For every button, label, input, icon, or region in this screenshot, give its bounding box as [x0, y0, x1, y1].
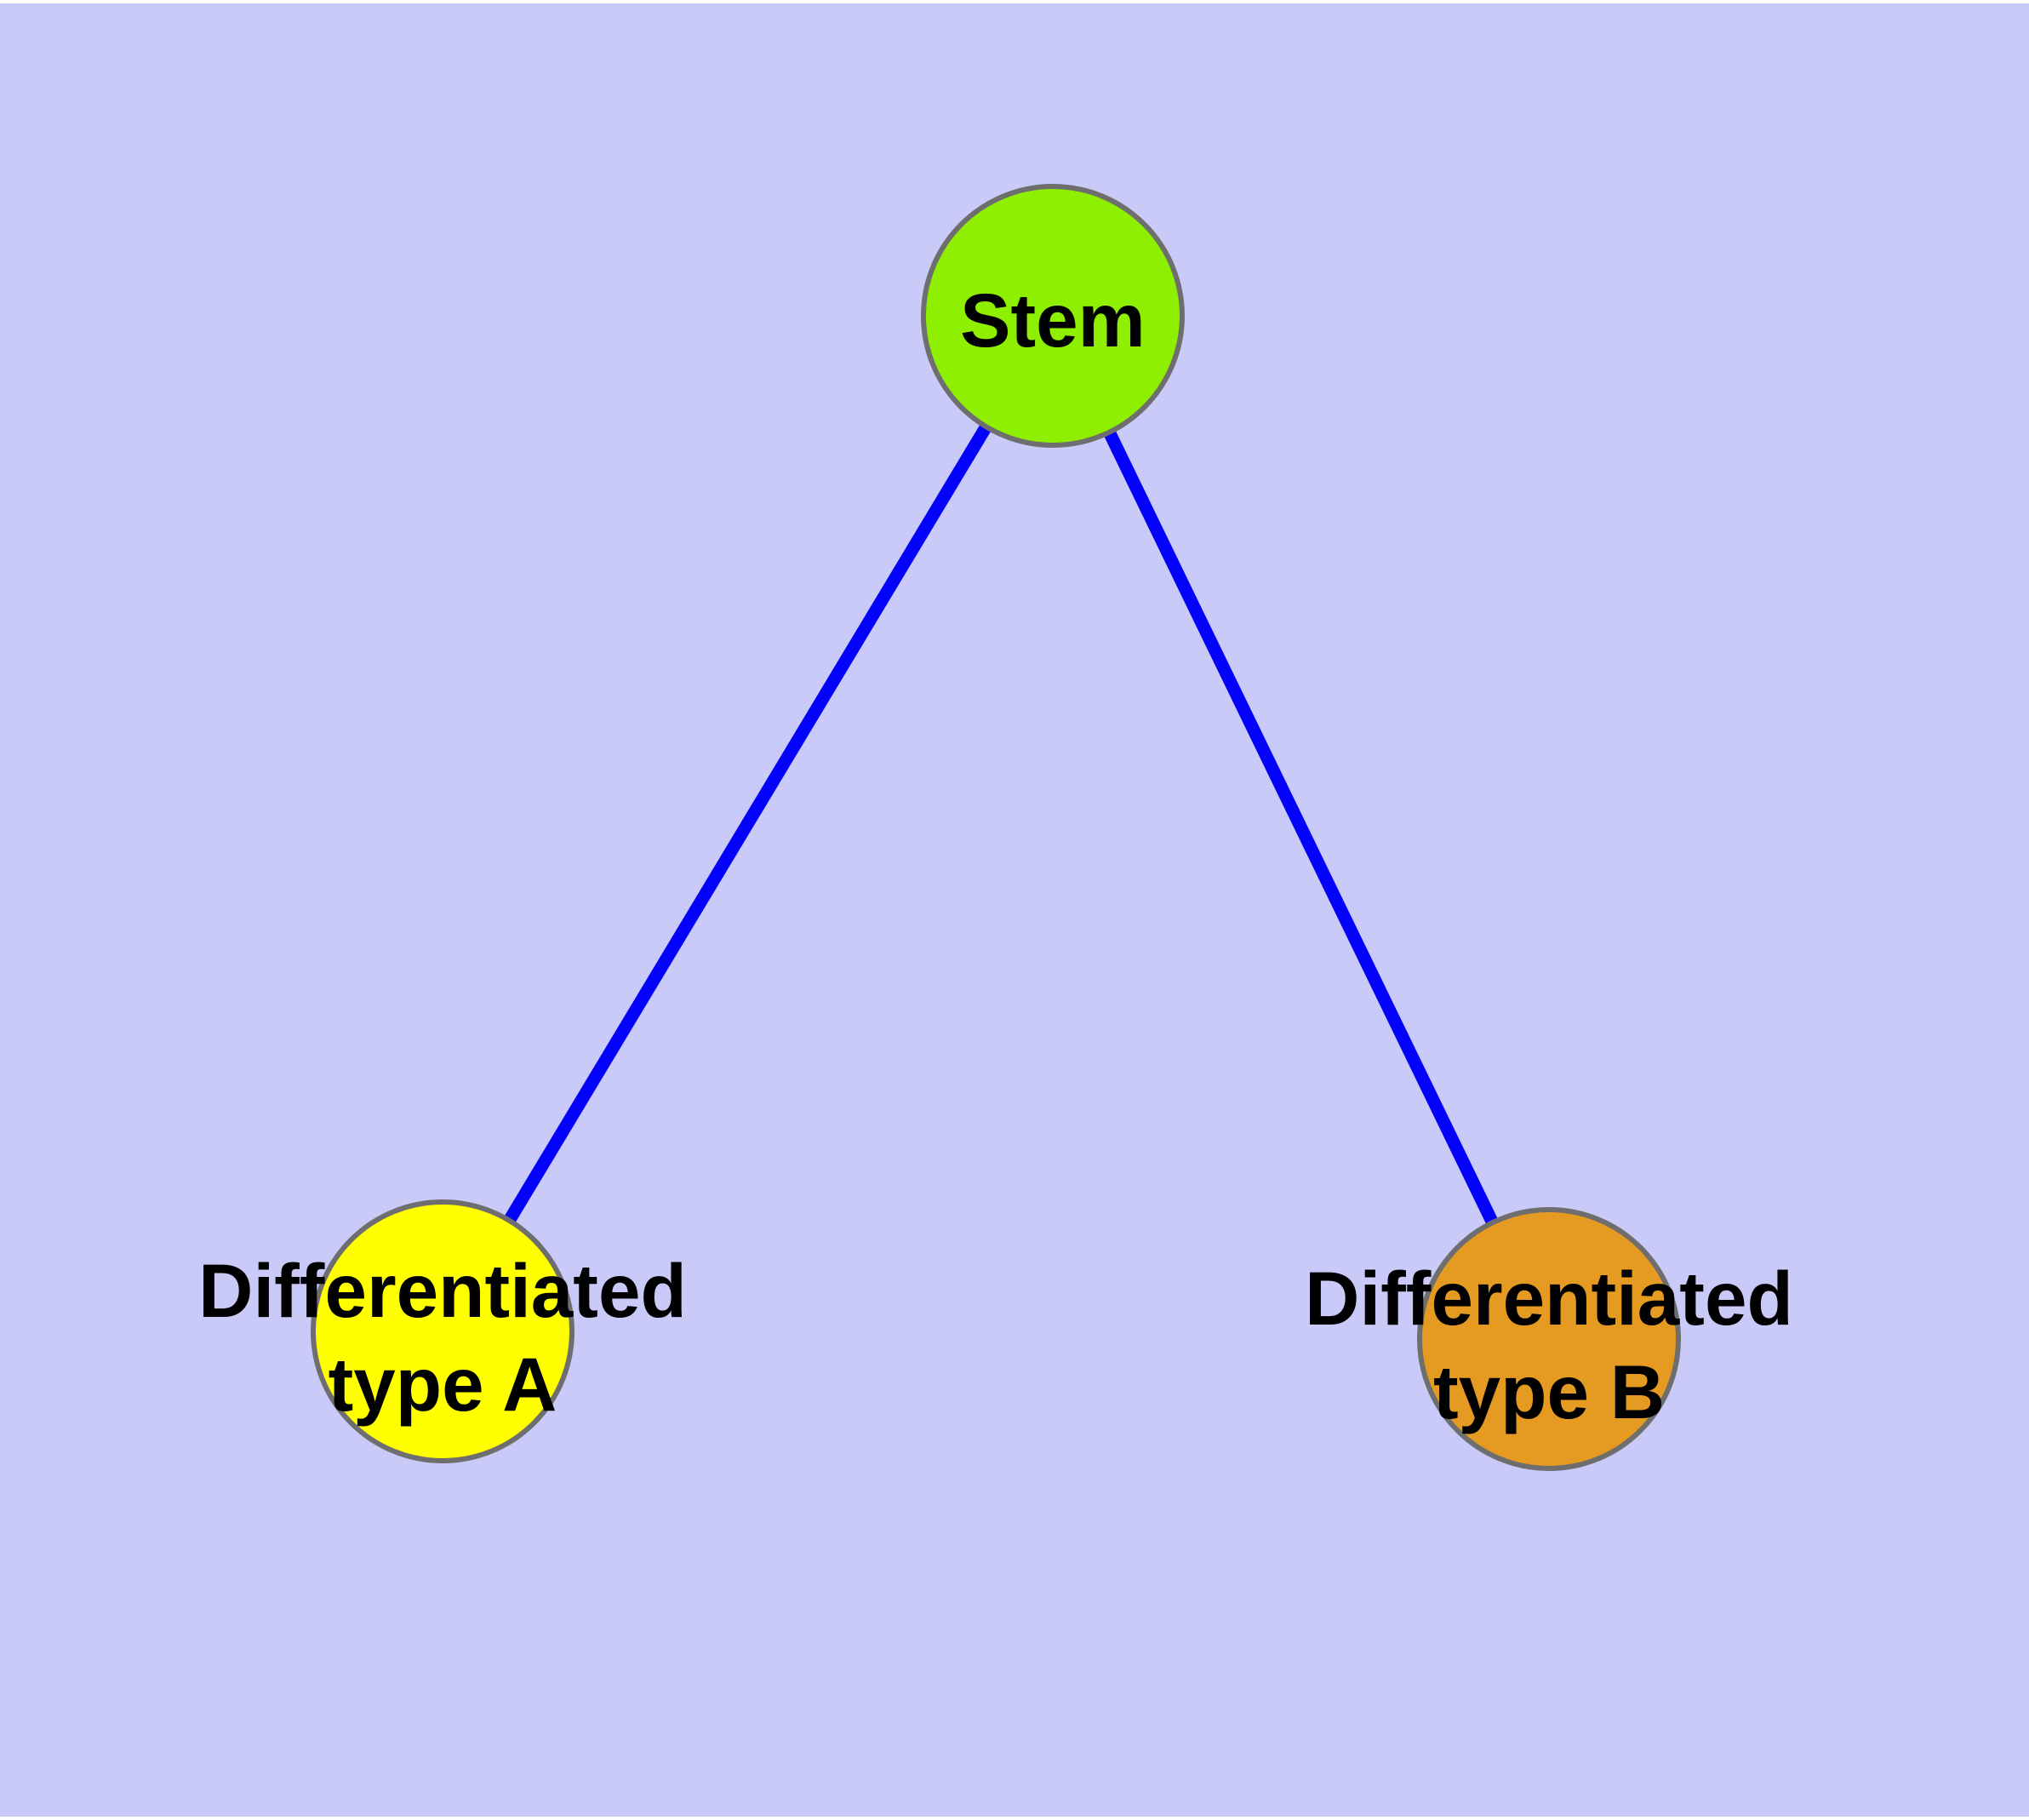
edge-stem-to-type-a	[437, 312, 1059, 1335]
node-stem	[921, 184, 1185, 448]
node-differentiated-type-b	[1417, 1207, 1681, 1471]
node-type-a-label-line2: type A	[329, 1342, 557, 1427]
node-type-b-label-line2: type B	[1433, 1349, 1665, 1434]
node-stem-label: Stem	[960, 278, 1146, 363]
node-type-b-label-line1: Differentiated	[1305, 1256, 1793, 1341]
node-type-a-label-line1: Differentiated	[198, 1248, 687, 1333]
node-differentiated-type-a	[311, 1199, 574, 1463]
edge-stem-to-type-b	[1047, 312, 1555, 1342]
